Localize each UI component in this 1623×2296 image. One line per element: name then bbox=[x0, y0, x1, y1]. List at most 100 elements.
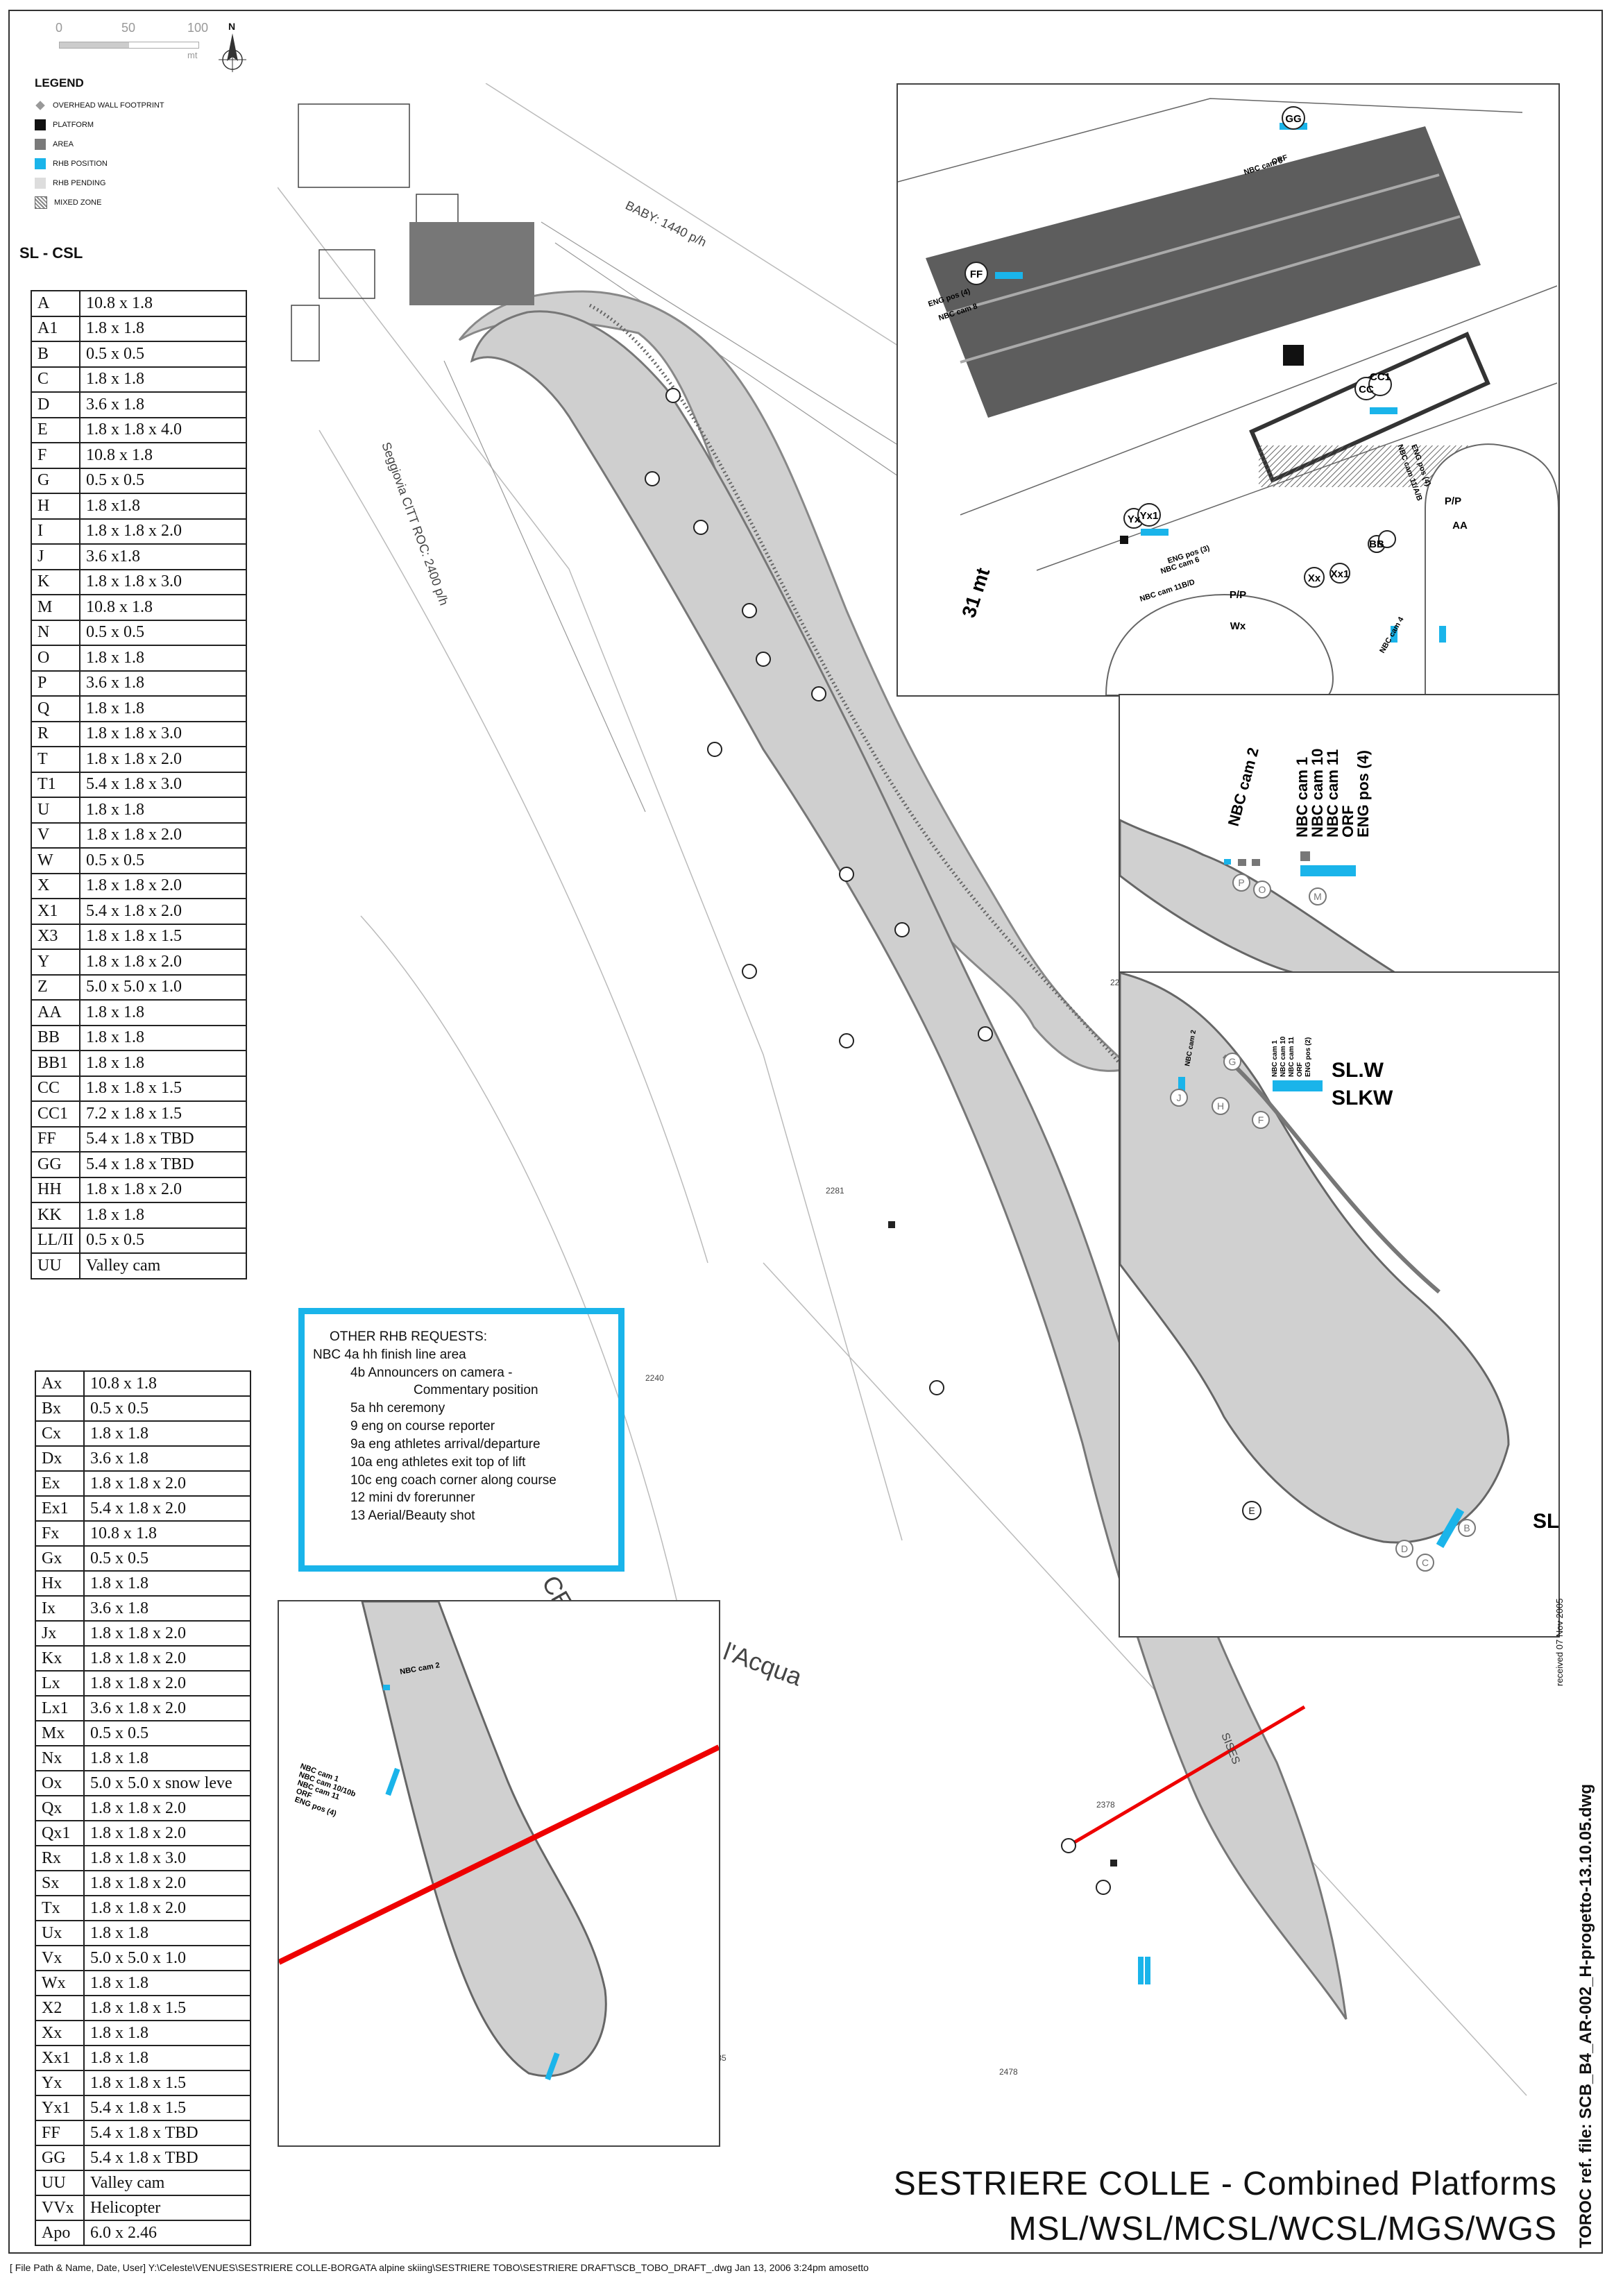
platform-code: Q bbox=[31, 695, 80, 722]
platform-code: Cx bbox=[35, 1420, 85, 1447]
platform-size: 1.8 x 1.8 x 2.0 bbox=[83, 1820, 251, 1846]
platform-code: VVx bbox=[35, 2195, 85, 2221]
platform-size: 6.0 x 2.46 bbox=[83, 2220, 251, 2246]
legend-item: PLATFORM bbox=[35, 115, 250, 135]
platform-size: 1.8 x 1.8 bbox=[83, 1745, 251, 1771]
compass-icon bbox=[219, 33, 246, 72]
platform-yx1: Yx1 bbox=[1140, 510, 1159, 522]
platform-code: A1 bbox=[31, 315, 80, 342]
platform-size: 0.5 x 0.5 bbox=[83, 1545, 251, 1572]
platform-size: 10.8 x 1.8 bbox=[83, 1520, 251, 1547]
cam-label: NBC cam 11 bbox=[1288, 1037, 1295, 1077]
platform-code: CC1 bbox=[31, 1100, 80, 1128]
platform-size: 1.8 x 1.8 bbox=[83, 1970, 251, 1996]
platform-g: G bbox=[1229, 1056, 1237, 1067]
platform-code: Apo bbox=[35, 2220, 85, 2246]
baby-lift-label: BABY: 1440 p/h bbox=[623, 198, 708, 250]
slkw-label: SLKW bbox=[1332, 1087, 1393, 1109]
platform-gg: GG bbox=[1285, 113, 1301, 125]
platform-code: X bbox=[31, 872, 80, 899]
platform-size: 0.5 x 0.5 bbox=[83, 1720, 251, 1746]
platform-code: K bbox=[31, 568, 80, 595]
platform-size: 1.8 x 1.8 x 2.0 bbox=[83, 1670, 251, 1697]
platform-size: 5.4 x 1.8 x TBD bbox=[79, 1125, 247, 1153]
platform-size: 1.8 x 1.8 x 2.0 bbox=[83, 1895, 251, 1921]
platform-size: 5.0 x 5.0 x 1.0 bbox=[79, 973, 247, 1001]
platform-size: 1.8 x 1.8 bbox=[83, 1420, 251, 1447]
cam-label: NBC cam 10 bbox=[1309, 749, 1326, 837]
platform-code: Sx bbox=[35, 1870, 85, 1896]
scale-unit: mt bbox=[187, 50, 198, 60]
platform-size: 1.8 x 1.8 x 2.0 bbox=[83, 1795, 251, 1821]
acqua-label: l'Acqua bbox=[720, 1637, 806, 1692]
platform-code: Dx bbox=[35, 1445, 85, 1472]
platform-f: F bbox=[1258, 1114, 1264, 1125]
platform-code: A bbox=[31, 290, 80, 317]
mid-detail-drawing: P O M NBC cam 2 NBC cam 1 NBC cam 10 NBC… bbox=[1120, 746, 1400, 974]
legend-swatch bbox=[35, 158, 46, 169]
platform-code: I bbox=[31, 518, 80, 545]
north-label: N bbox=[228, 21, 236, 32]
platform-size: 1.8 x 1.8 x 1.5 bbox=[79, 1075, 247, 1102]
platform-code: Ox bbox=[35, 1770, 85, 1796]
platform-code: AA bbox=[31, 999, 80, 1026]
cam-label: NBC cam 1 bbox=[1271, 1040, 1279, 1077]
platform-size: 5.0 x 5.0 x 1.0 bbox=[83, 1945, 251, 1971]
cam-label: NBC cam 10 bbox=[1280, 1036, 1287, 1077]
cam-label: NBC cam 11 bbox=[1324, 749, 1341, 837]
cam-label: ENG pos (2) bbox=[1305, 1037, 1312, 1077]
platform-size: 1.8 x 1.8 bbox=[79, 695, 247, 722]
legend-label: AREA bbox=[53, 140, 74, 148]
platform-code: CC bbox=[31, 1075, 80, 1102]
platform-size: 1.8 x 1.8 x 2.0 bbox=[79, 518, 247, 545]
platform-code: Qx bbox=[35, 1795, 85, 1821]
drawing-frame bbox=[8, 10, 1603, 2254]
platform-size: 5.0 x 5.0 x snow leve bbox=[83, 1770, 251, 1796]
elevation-label: 2240 bbox=[645, 1373, 664, 1383]
sl-detail-drawing: J H G F E D C B SL.W SLKW SL NBC cam 2 N… bbox=[1120, 973, 1558, 1572]
platform-code: Gx bbox=[35, 1545, 85, 1572]
platform-code: Vx bbox=[35, 1945, 85, 1971]
finish-area-drawing: FF GG CC CC1 Yx Yx1 Xx Xx1 AA BB Wx P/P … bbox=[898, 98, 1558, 695]
platform-size: 5.4 x 1.8 x 2.0 bbox=[79, 898, 247, 925]
inset-finish-area: FF GG CC CC1 Yx Yx1 Xx Xx1 AA BB Wx P/P … bbox=[897, 83, 1560, 697]
platform-code: P bbox=[31, 670, 80, 697]
request-line: Commentary position bbox=[414, 1383, 538, 1398]
legend-swatch bbox=[35, 139, 46, 150]
other-rhb-requests-box: OTHER RHB REQUESTS: NBC 4a hh finish lin… bbox=[298, 1308, 624, 1572]
platform-size: 1.8 x 1.8 bbox=[83, 1920, 251, 1946]
platform-size: 1.8 x 1.8 x 2.0 bbox=[83, 1870, 251, 1896]
platform-code: Lx1 bbox=[35, 1695, 85, 1721]
platform-size: 3.6 x 1.8 bbox=[83, 1595, 251, 1622]
platform-code: Ax bbox=[35, 1370, 85, 1397]
legend: LEGEND OVERHEAD WALL FOOTPRINT PLATFORM … bbox=[35, 76, 250, 212]
requests-title: OTHER RHB REQUESTS: bbox=[330, 1329, 487, 1344]
platform-cc1: CC1 bbox=[1370, 371, 1391, 383]
platform-size: Helicopter bbox=[83, 2195, 251, 2221]
platform-size: 3.6 x 1.8 bbox=[79, 391, 247, 418]
platform-code: J bbox=[31, 543, 80, 570]
